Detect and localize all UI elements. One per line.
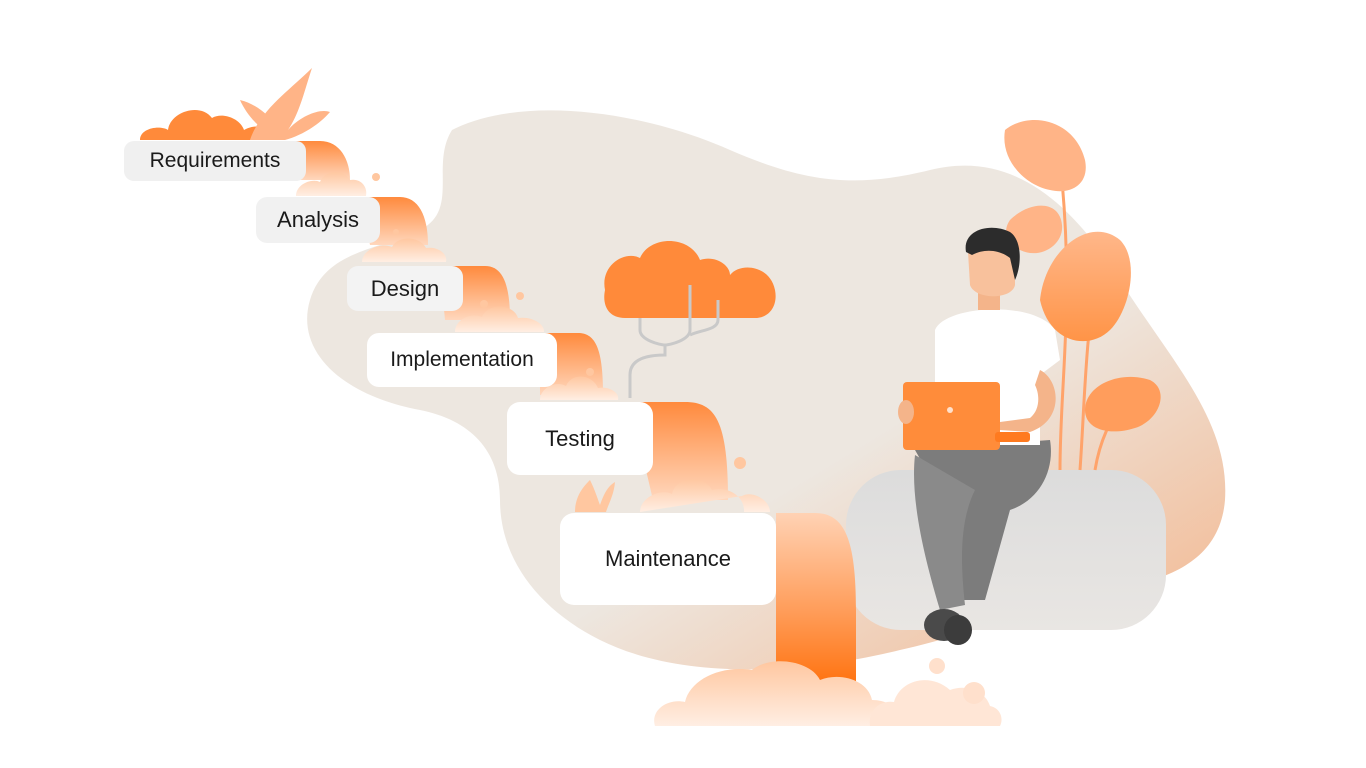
- cloud-icon: [604, 240, 776, 398]
- top-bush: [140, 68, 330, 140]
- stage-label-design: Design: [347, 266, 463, 311]
- stage-label-implementation: Implementation: [367, 333, 557, 387]
- stage-label-testing: Testing: [507, 402, 653, 475]
- bottom-splash: [654, 658, 1002, 726]
- laptop: [903, 382, 1000, 450]
- stage-label-analysis: Analysis: [256, 197, 380, 243]
- leaf-plant-right: [1004, 120, 1161, 471]
- stage-label-maintenance: Maintenance: [560, 513, 776, 605]
- stage-label-requirements: Requirements: [124, 141, 306, 181]
- step-bushes: [296, 171, 770, 512]
- person-with-laptop-figure: [898, 227, 1060, 645]
